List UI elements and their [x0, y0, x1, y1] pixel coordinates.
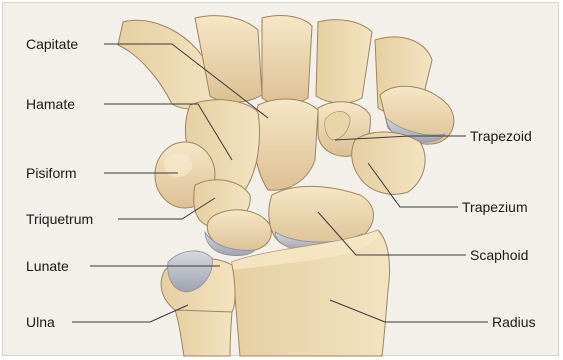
lunate-bone [205, 210, 271, 256]
label-scaphoid: Scaphoid [470, 247, 528, 263]
label-pisiform: Pisiform [26, 165, 77, 181]
label-triquetrum: Triquetrum [26, 211, 93, 227]
label-hamate: Hamate [26, 96, 75, 112]
label-radius: Radius [492, 314, 536, 330]
leader-ulna [72, 305, 188, 322]
label-trapezium: Trapezium [462, 199, 528, 215]
label-ulna: Ulna [26, 314, 55, 330]
ulna-bone [161, 251, 235, 356]
trapezium-bone [352, 132, 425, 194]
capitate-bone [254, 99, 318, 190]
label-lunate: Lunate [26, 258, 69, 274]
label-trapezoid: Trapezoid [470, 128, 532, 144]
label-capitate: Capitate [26, 36, 78, 52]
